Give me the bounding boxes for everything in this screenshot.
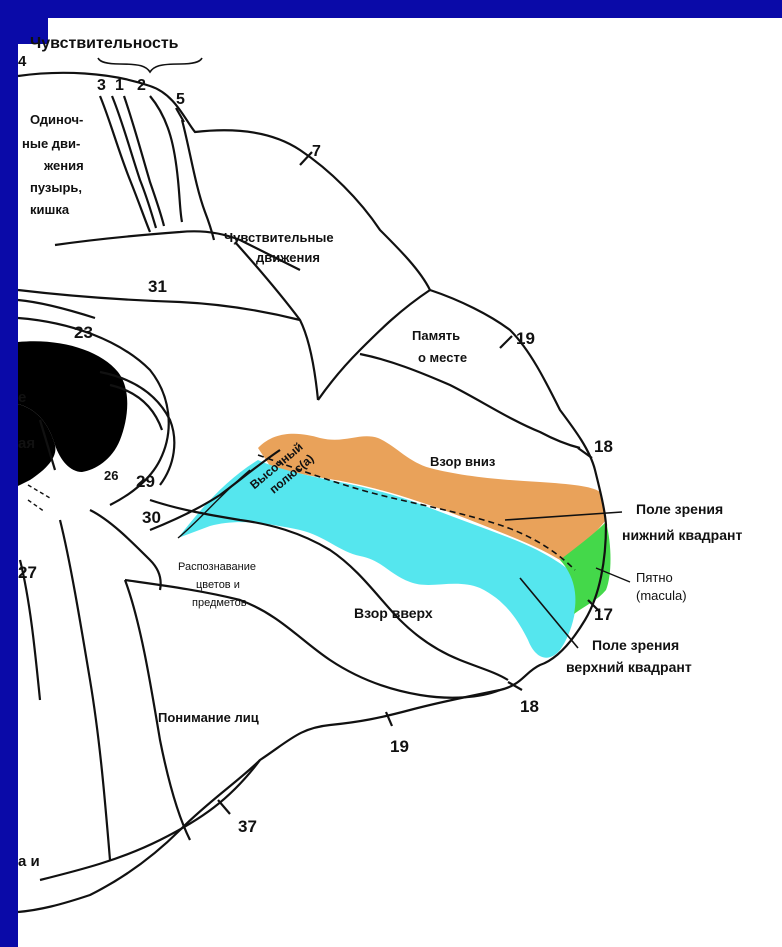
label-area-17: 17 xyxy=(594,605,613,624)
svg-text:верхний квадрант: верхний квадрант xyxy=(566,659,692,675)
label-color-recognition: Распознавание цветов и предметов xyxy=(178,561,256,609)
label-area-4: 4 xyxy=(18,53,27,70)
label-face-recognition: Понимание лиц xyxy=(158,710,259,725)
svg-text:Пятно: Пятно xyxy=(636,570,673,585)
svg-text:о месте: о месте xyxy=(418,350,467,365)
label-area-3: 3 xyxy=(97,77,106,94)
svg-text:цветов и: цветов и xyxy=(196,579,240,591)
label-place-memory: Память о месте xyxy=(412,328,467,365)
label-left-fragment-1: е xyxy=(18,389,26,406)
svg-text:Память: Память xyxy=(412,328,460,343)
label-gaze-up: Взор вверх xyxy=(354,605,433,621)
svg-text:ные дви-: ные дви- xyxy=(22,136,80,151)
label-area-18-bottom: 18 xyxy=(520,697,539,716)
label-area-7: 7 xyxy=(312,143,321,160)
svg-text:Одиноч-: Одиноч- xyxy=(30,112,83,127)
label-area-37: 37 xyxy=(238,817,257,836)
label-left-fragment-2: ая xyxy=(18,435,35,452)
svg-text:Чувствительные: Чувствительные xyxy=(224,230,334,245)
svg-text:движения: движения xyxy=(256,250,320,265)
svg-text:нижний квадрант: нижний квадрант xyxy=(622,527,742,543)
label-area-19-top: 19 xyxy=(516,329,535,348)
label-area-30: 30 xyxy=(142,508,161,527)
label-lower-field: Поле зрения нижний квадрант xyxy=(622,501,742,543)
label-area-2: 2 xyxy=(137,77,146,94)
label-upper-field: Поле зрения верхний квадрант xyxy=(566,637,692,675)
svg-text:Поле зрения: Поле зрения xyxy=(592,637,679,653)
svg-text:пузырь,: пузырь, xyxy=(30,180,82,195)
label-area-1: 1 xyxy=(115,77,124,94)
svg-text:Поле зрения: Поле зрения xyxy=(636,501,723,517)
label-single-movements: Одиноч- ные дви- жения пузырь, кишка xyxy=(22,112,84,217)
svg-text:(macula): (macula) xyxy=(636,588,687,603)
svg-text:предметов: предметов xyxy=(192,597,247,609)
label-area-5: 5 xyxy=(176,91,185,108)
label-area-26: 26 xyxy=(104,468,118,483)
label-area-29: 29 xyxy=(136,472,155,491)
label-area-27: 27 xyxy=(18,563,37,582)
label-left-fragment-3: а и xyxy=(18,853,40,870)
label-area-31: 31 xyxy=(148,277,167,296)
label-area-23: 23 xyxy=(74,323,93,342)
svg-text:кишка: кишка xyxy=(30,202,70,217)
label-sensitivity: Чувствительность xyxy=(30,35,179,52)
label-macula: Пятно (macula) xyxy=(636,570,687,603)
label-area-19-bottom: 19 xyxy=(390,737,409,756)
label-gaze-down: Взор вниз xyxy=(430,454,496,469)
label-area-18-top: 18 xyxy=(594,437,613,456)
svg-text:жения: жения xyxy=(43,158,84,173)
svg-text:Распознавание: Распознавание xyxy=(178,561,256,573)
